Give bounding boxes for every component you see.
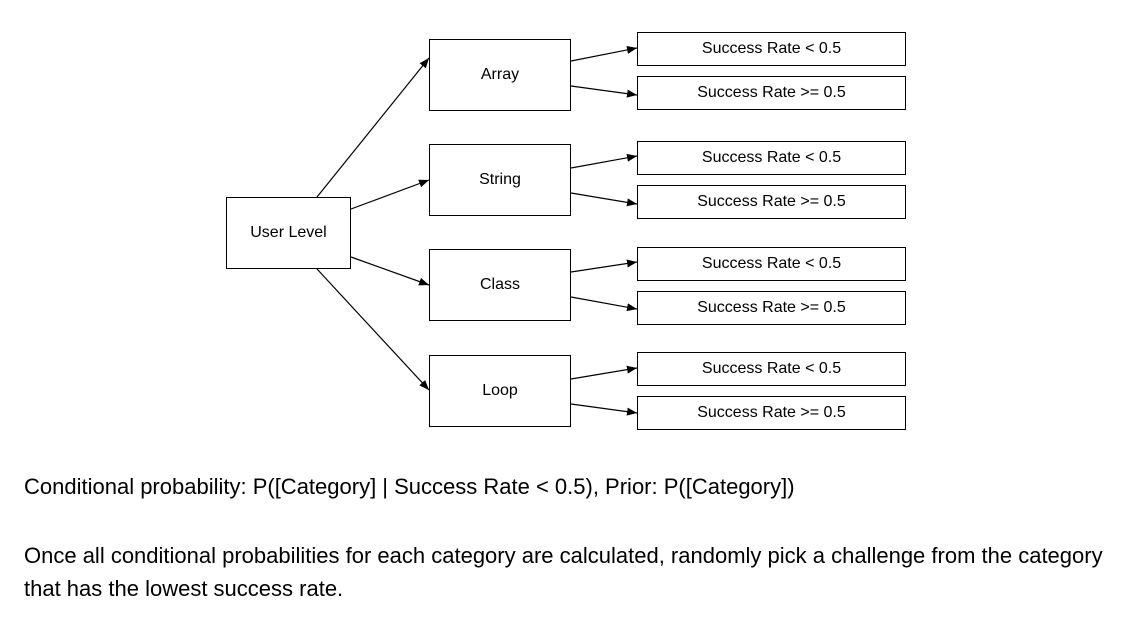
edge-user-level-to-loop: [316, 268, 430, 391]
node-array-success-rate-low: Success Rate < 0.5: [637, 32, 906, 66]
edge-string-to-high: [570, 192, 638, 207]
node-user-level: User Level: [226, 197, 351, 269]
edge-user-level-to-string: [350, 179, 430, 210]
node-category-array: Array: [429, 39, 571, 111]
node-class-success-rate-low: Success Rate < 0.5: [637, 247, 906, 281]
edge-array-to-low: [570, 46, 638, 62]
edge-loop-to-high: [570, 403, 638, 416]
edge-user-level-to-array: [316, 57, 430, 198]
diagram-edges: [316, 46, 638, 416]
edge-loop-to-low: [570, 365, 638, 380]
node-array-success-rate-high: Success Rate >= 0.5: [637, 76, 906, 110]
edge-class-to-high: [570, 296, 638, 312]
node-loop-success-rate-low: Success Rate < 0.5: [637, 352, 906, 386]
node-category-loop: Loop: [429, 355, 571, 427]
conditional-probability-text: Conditional probability: P([Category] | …: [24, 474, 795, 499]
node-category-class: Class: [429, 249, 571, 321]
decision-tree-diagram: User Level Array String Class Loop Succe…: [226, 32, 906, 430]
node-string-success-rate-low: Success Rate < 0.5: [637, 141, 906, 175]
node-loop-success-rate-high: Success Rate >= 0.5: [637, 396, 906, 430]
edge-user-level-to-class: [350, 256, 430, 286]
node-category-string: String: [429, 144, 571, 216]
edge-array-to-high: [570, 85, 638, 98]
edge-string-to-low: [570, 153, 638, 169]
node-string-success-rate-high: Success Rate >= 0.5: [637, 185, 906, 219]
node-class-success-rate-high: Success Rate >= 0.5: [637, 291, 906, 325]
selection-instruction-text: Once all conditional probabilities for e…: [24, 543, 1103, 601]
edge-class-to-low: [570, 259, 638, 273]
